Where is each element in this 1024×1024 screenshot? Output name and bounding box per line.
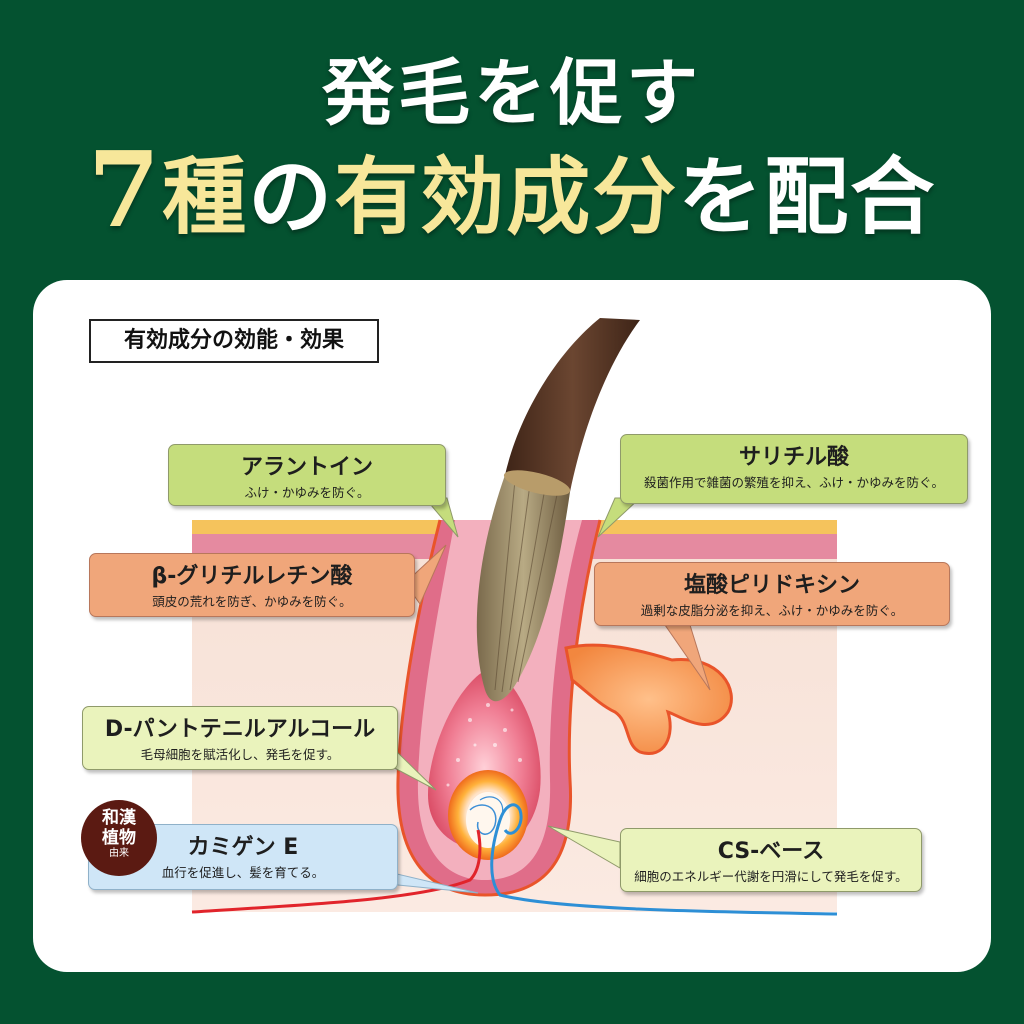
callout-pyridoxine-hydrochloride: 塩酸ピリドキシン 過剰な皮脂分泌を抑え、ふけ・かゆみを防ぐ。 <box>594 562 950 626</box>
badge-line3: 由来 <box>109 848 129 859</box>
callout-panthenol: D-パントテニルアルコール 毛母細胞を賦活化し、発毛を促す。 <box>82 706 398 770</box>
callout-desc: ふけ・かゆみを防ぐ。 <box>244 485 370 500</box>
sebaceous-gland <box>564 643 733 755</box>
callout-desc: 過剰な皮脂分泌を抑え、ふけ・かゆみを防ぐ。 <box>640 603 904 618</box>
headline-number: 7 <box>87 128 163 251</box>
badge-line1: 和漢 <box>102 808 136 828</box>
callout-desc: 毛母細胞を賦活化し、発毛を促す。 <box>140 747 340 762</box>
herbal-origin-badge: 和漢 植物 由来 <box>81 800 157 876</box>
headline-line1: 発毛を促す <box>321 50 702 135</box>
callout-desc: 殺菌作用で雑菌の繁殖を抑え、ふけ・かゆみを防ぐ。 <box>643 475 944 490</box>
artery <box>191 829 482 914</box>
callout-name: サリチル酸 <box>738 445 849 470</box>
callout-name: β-グリチルレチン酸 <box>151 564 353 589</box>
headline-kind: 種 <box>162 147 249 246</box>
headline-particle: の <box>248 147 335 246</box>
callout-salicylic-acid: サリチル酸 殺菌作用で雑菌の繁殖を抑え、ふけ・かゆみを防ぐ。 <box>620 434 968 504</box>
badge-line2: 植物 <box>102 828 136 848</box>
headline-ingredients: 有効成分 <box>334 147 679 246</box>
callout-desc: 血行を促進し、髪を育てる。 <box>161 865 325 880</box>
hair-shaft <box>505 318 640 492</box>
callout-name: CS-ベース <box>717 839 825 864</box>
headline-formulated: を配合 <box>678 147 937 246</box>
headline-line2: 7種の有効成分を配合 <box>0 135 1024 252</box>
section-label: 有効成分の効能・効果 <box>89 319 379 363</box>
callout-allantoin: アラントイン ふけ・かゆみを防ぐ。 <box>168 444 446 506</box>
callout-desc: 頭皮の荒れを防ぎ、かゆみを防ぐ。 <box>152 594 352 609</box>
callout-desc: 細胞のエネルギー代謝を円滑にして発毛を促す。 <box>634 869 908 884</box>
hair-root <box>476 475 570 702</box>
vein <box>490 803 838 916</box>
callout-name: カミゲン E <box>187 835 299 860</box>
callout-name: アラントイン <box>240 455 373 480</box>
callout-name: 塩酸ピリドキシン <box>683 573 860 598</box>
callout-cs-base: CS-ベース 細胞のエネルギー代謝を円滑にして発毛を促す。 <box>620 828 922 892</box>
callout-glycyrrhetinic-acid: β-グリチルレチン酸 頭皮の荒れを防ぎ、かゆみを防ぐ。 <box>89 553 415 617</box>
callout-name: D-パントテニルアルコール <box>104 717 376 742</box>
